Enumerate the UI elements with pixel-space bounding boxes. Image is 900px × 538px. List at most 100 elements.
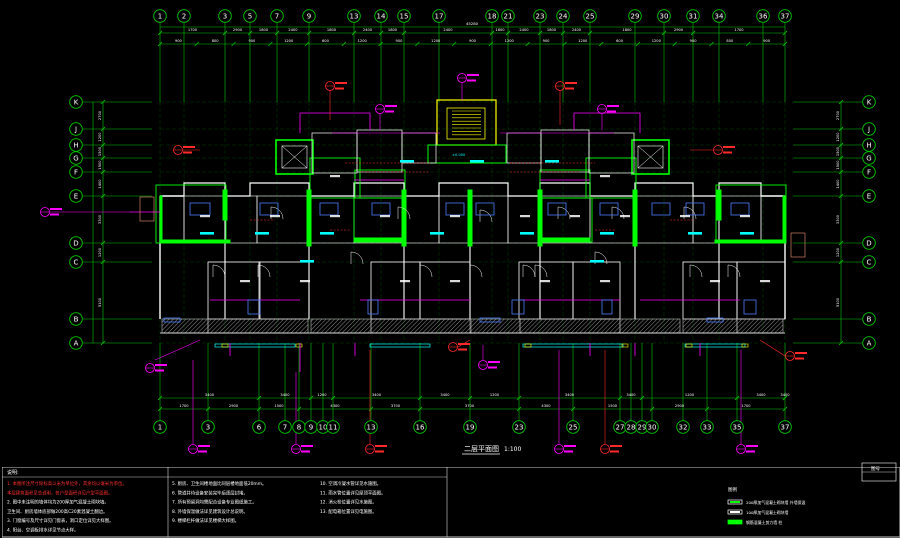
elevator-shaft xyxy=(631,139,670,175)
dimension-text: 900 xyxy=(396,39,404,43)
dimension-text: 1200 xyxy=(98,132,102,142)
axis-bubble-bottom: 25 xyxy=(566,420,580,434)
svg-text:13: 13 xyxy=(350,13,359,21)
shear-wall-outline xyxy=(309,157,361,199)
dimension-text: 1500 xyxy=(274,404,284,408)
fixture xyxy=(601,299,613,315)
balcony xyxy=(161,318,209,334)
axis-bubble-right: E xyxy=(862,189,876,203)
fixture xyxy=(319,202,339,216)
room xyxy=(682,261,738,320)
room-label-mark xyxy=(330,175,340,178)
elevation-mark xyxy=(255,232,269,235)
dimension-text: 5100 xyxy=(836,297,840,307)
svg-text:K: K xyxy=(74,99,79,107)
svg-text:D: D xyxy=(73,240,78,248)
axis-bubble-top: 17 xyxy=(432,9,446,23)
detail-tag[interactable] xyxy=(690,145,735,155)
door-swing xyxy=(469,264,483,278)
dimension-text: 2700 xyxy=(836,110,840,120)
dimension-text: 1200 xyxy=(685,393,695,397)
svg-text:钢筋混凝土剪力墙 柱: 钢筋混凝土剪力墙 柱 xyxy=(746,520,782,525)
detail-tag[interactable] xyxy=(448,339,471,352)
svg-text:10: 10 xyxy=(319,424,328,432)
elevator-cross xyxy=(637,145,664,169)
detail-tag[interactable] xyxy=(478,345,501,370)
svg-text:25: 25 xyxy=(569,424,578,432)
note-line: 13. 配电箱位置详见电施图。 xyxy=(320,508,377,515)
legend-header: 图例 xyxy=(728,486,737,493)
svg-text:3: 3 xyxy=(223,13,227,21)
detail-tag[interactable] xyxy=(597,104,620,131)
detail-tag[interactable] xyxy=(291,372,314,454)
axis-bubble-top: 23 xyxy=(533,9,547,23)
shear-wall-outline xyxy=(155,184,227,244)
bay-window xyxy=(790,232,806,258)
detail-tag[interactable] xyxy=(554,350,577,454)
dimension-text: 3400 xyxy=(756,393,766,397)
detail-tag[interactable] xyxy=(145,339,201,373)
door-swing xyxy=(557,206,571,220)
detail-tag[interactable] xyxy=(555,81,578,126)
room-label-mark xyxy=(620,215,630,218)
rail-post xyxy=(295,343,303,348)
detail-tag[interactable] xyxy=(40,207,131,217)
fixture xyxy=(189,202,211,216)
room xyxy=(403,195,440,244)
axis-bubble-top: 9 xyxy=(302,9,316,23)
axis-bubble-top: 1 xyxy=(153,9,167,23)
door-swing xyxy=(257,264,271,278)
detail-tag[interactable] xyxy=(457,73,480,101)
axis-bubble-top: 37 xyxy=(778,9,792,23)
elevation-text: ±0.000 xyxy=(452,153,466,157)
detail-tag[interactable] xyxy=(600,350,623,454)
dimension-text: 1200 xyxy=(98,247,102,257)
detail-tag[interactable] xyxy=(736,350,759,454)
dimension-text: 3400 xyxy=(440,393,450,397)
axis-bubble-left: B xyxy=(69,312,83,326)
room xyxy=(258,261,310,320)
elevation-mark xyxy=(300,260,314,263)
room-label-mark xyxy=(570,215,580,218)
axis-bubble-left: C xyxy=(69,255,83,269)
dimension-text: 2400 xyxy=(443,28,453,32)
svg-text:C: C xyxy=(867,259,872,267)
dimension-text: 2400 xyxy=(288,28,298,32)
dimension-text: 1700 xyxy=(188,28,198,32)
elevation-mark xyxy=(590,260,604,263)
detail-tag[interactable] xyxy=(759,339,807,361)
axis-bubble-bottom: 23 xyxy=(512,420,526,434)
axis-bubble-top: 5 xyxy=(243,9,257,23)
door-swing xyxy=(419,264,433,278)
door-swing xyxy=(479,209,493,223)
room xyxy=(760,195,786,244)
shear-wall-outline xyxy=(354,169,406,199)
axis-bubble-left: E xyxy=(69,189,83,203)
balcony-rail xyxy=(684,343,746,348)
svg-text:7: 7 xyxy=(275,13,279,21)
bay-window xyxy=(139,196,155,222)
dimension-text: 900 xyxy=(543,39,551,43)
axis-bubble-top: 29 xyxy=(628,9,642,23)
axis-bubble-right: G xyxy=(862,151,876,165)
room-label-mark xyxy=(300,280,310,283)
elevation-mark xyxy=(200,232,214,235)
axis-bubble-bottom: 30 xyxy=(645,420,659,434)
note-line: 1. 本图所注尺寸除标高以米为单位外，其余均以毫米为单位。 xyxy=(7,480,127,487)
dimension-text: 3700 xyxy=(391,404,401,408)
room xyxy=(518,261,574,320)
svg-text:23: 23 xyxy=(515,424,524,432)
detail-tag[interactable] xyxy=(188,360,211,454)
detail-tag[interactable] xyxy=(375,104,398,131)
detail-tag[interactable] xyxy=(365,350,388,454)
detail-tag[interactable] xyxy=(325,81,348,121)
room xyxy=(401,132,437,164)
note-line: 3. 门窗编号及尺寸详见门窗表，洞口定位详见大样图。 xyxy=(7,517,114,524)
note-line: 5. 厨房、卫生间楼地面比同层楼地面低20mm。 xyxy=(172,480,266,487)
balcony xyxy=(619,318,681,334)
svg-text:11: 11 xyxy=(329,424,338,432)
detail-tag[interactable] xyxy=(173,145,201,155)
door-swing xyxy=(594,251,608,265)
